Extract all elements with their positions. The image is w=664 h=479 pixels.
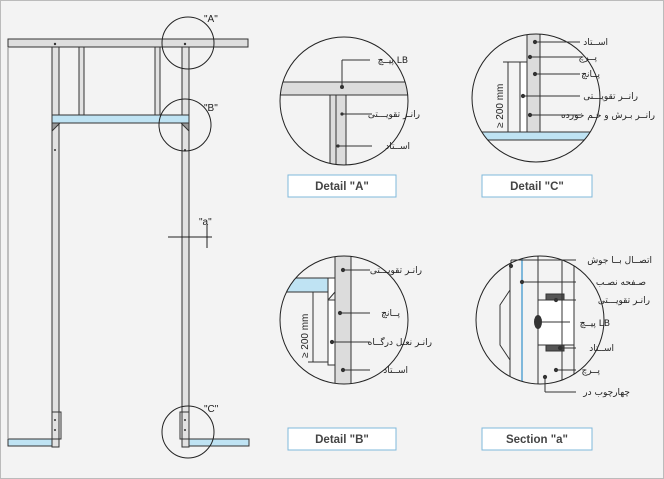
detail-c-tab-label: پــرچ [578, 53, 597, 63]
section-a-weld-label: اتصــال بــا جوش [587, 256, 652, 266]
callout-circle-a [161, 16, 215, 70]
detail-b-sill-label: رانـر نعـل درگــاه [368, 336, 432, 348]
section-a-stud-label: اســتاد [589, 344, 614, 354]
callout-label-section: "a" [199, 217, 212, 228]
detail-b-caption: Detail "B" [315, 434, 369, 446]
detail-a-screw-label: پیــچ LB [378, 56, 408, 66]
detail-c-circle [471, 33, 601, 163]
door-lintel [51, 114, 190, 124]
floor-left [7, 438, 53, 447]
detail-c-punch-label: پــانچ [581, 70, 600, 80]
detail-a: پیــچ LB رانـر تقویـــتی اســتاد [279, 36, 420, 166]
detail-a-stud [329, 94, 347, 165]
section-a-screw-label: پیــچ LB [580, 319, 610, 329]
section-a-door-frame [499, 289, 511, 361]
detail-a-runner-label: رانـر تقویـــتی [368, 110, 420, 120]
detail-a-circle [279, 36, 409, 166]
section-a-plate-label: صـفحه نصـب [596, 278, 646, 288]
detail-c-floor [472, 131, 600, 141]
floor-right [188, 438, 250, 447]
section-a-frame-label: چهارچوب در [582, 388, 630, 398]
base-bracket-right [179, 411, 190, 440]
detail-b-runner-label: رانـر تقویـــتی [370, 266, 422, 276]
detail-b: ≥ 200 mm رانـر تقویـــتی پــانچ رانـر نع… [279, 255, 432, 385]
detail-a-stud-label: اســتاد [385, 142, 410, 152]
section-a-caption-box [481, 427, 593, 451]
right-stud [181, 46, 190, 448]
detail-c-caption: Detail "C" [510, 181, 564, 193]
section-a-runner-label: رانـر تقویـــتی [598, 296, 650, 306]
callout-circle-b [158, 98, 212, 152]
section-a-caption: Section "a" [506, 434, 568, 446]
section-a: اتصــال بــا جوش صـفحه نصـب رانـر تقویــ… [475, 255, 652, 398]
detail-c-cut-runner-label: رانــر بـرش و خـم خورده [561, 111, 655, 121]
detail-b-circle [279, 255, 409, 385]
left-stud [51, 46, 60, 448]
lintel-gusset-left [51, 122, 62, 133]
cripple-stud-2 [154, 46, 161, 118]
callout-label-c: "C" [204, 404, 219, 415]
cripple-stud-1 [78, 46, 85, 118]
detail-b-caption-box [287, 427, 397, 451]
section-a-circle [475, 255, 605, 385]
callout-circle-c [161, 405, 215, 459]
detail-b-dim-label: ≥ 200 mm [300, 314, 311, 358]
detail-c-caption-box [481, 174, 593, 198]
callout-label-a: "A" [204, 14, 218, 25]
base-bracket-left [51, 411, 62, 440]
detail-b-punch-label: پــانچ [381, 309, 400, 319]
elevation-view [7, 38, 250, 448]
section-a-tab-label: پــرچ [581, 366, 600, 376]
detail-c-runner-label: رانــر تقویـــتی [583, 92, 638, 102]
detail-a-caption-box [287, 174, 397, 198]
detail-b-sill-runner [327, 299, 336, 366]
detail-c-stud [526, 34, 541, 141]
rivet-dots [53, 42, 187, 431]
top-runner [7, 38, 249, 48]
detail-c: ≥ 200 mm اســتاد پــرچ پــانچ رانــر تقو… [471, 33, 655, 163]
detail-a-runner [280, 81, 408, 96]
detail-c-dim-label: ≥ 200 mm [495, 84, 506, 128]
detail-b-stud-label: اســتاد [383, 366, 408, 376]
detail-c-stud-label: اســتاد [583, 38, 608, 48]
lintel-gusset-right [179, 122, 190, 133]
callout-label-b: "B" [204, 103, 218, 114]
detail-a-caption: Detail "A" [315, 181, 369, 193]
